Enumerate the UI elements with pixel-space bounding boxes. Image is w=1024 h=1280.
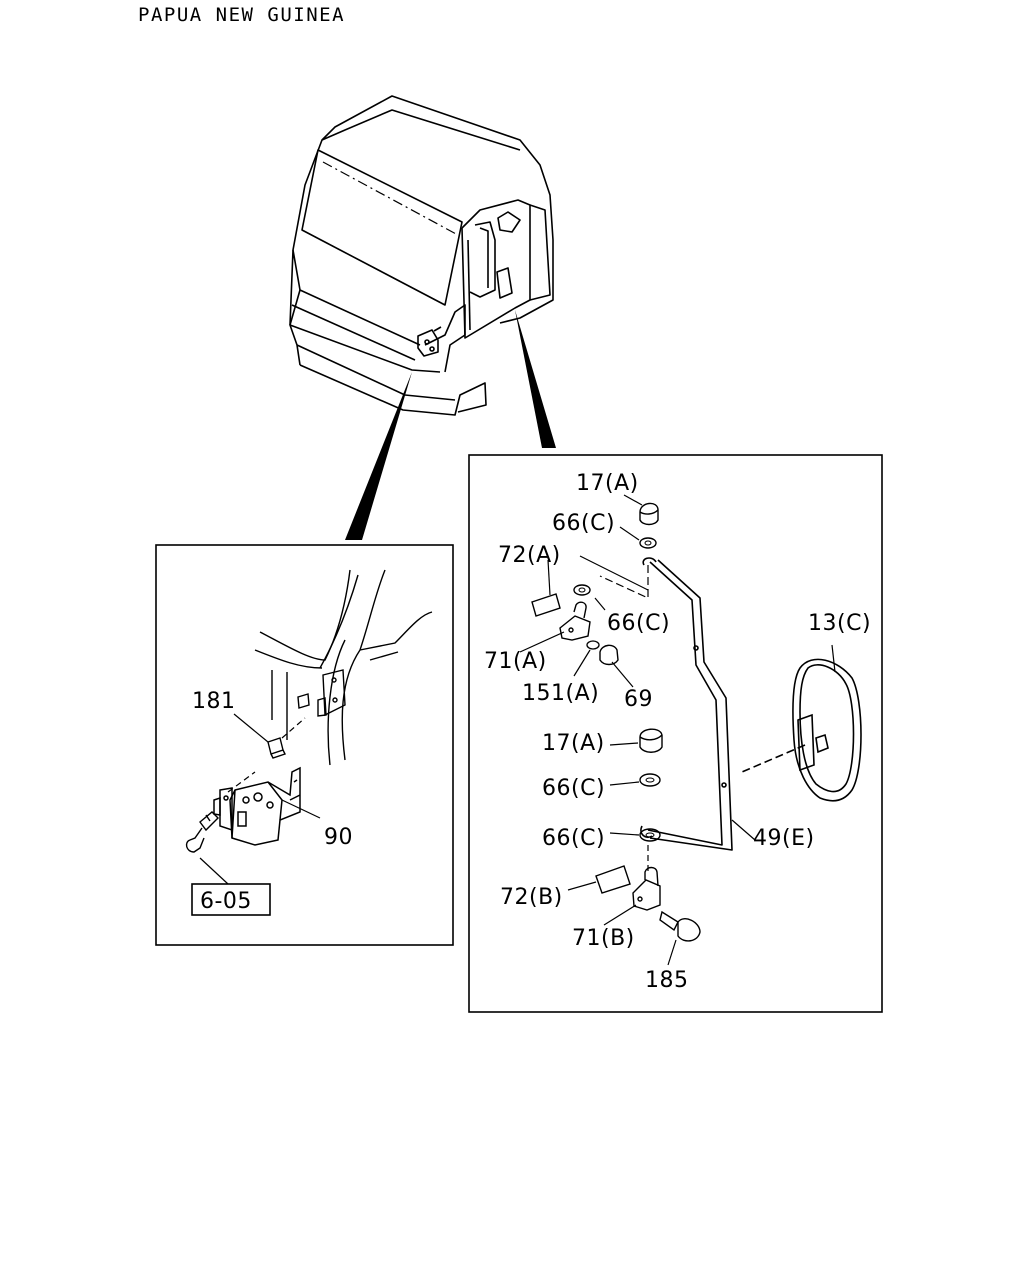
- plate-72a: [531, 593, 561, 617]
- mirror-13c: [741, 658, 862, 802]
- label-66c-4: 66(C): [542, 826, 605, 851]
- callout-wedge-left: [345, 372, 412, 540]
- cap-nut-17a-mid: [639, 728, 663, 753]
- label-66c-1: 66(C): [552, 511, 615, 536]
- washer-66c-4: [639, 828, 661, 842]
- label-69: 69: [624, 687, 653, 712]
- cap-nut-17a-top: [639, 502, 659, 526]
- callout-wedge-right: [515, 310, 556, 448]
- bracket-90: [213, 766, 301, 846]
- plate-72b: [595, 865, 631, 894]
- washer-66c-1: [639, 537, 657, 549]
- label-66c-3: 66(C): [542, 776, 605, 801]
- clamp-71a: [559, 601, 591, 641]
- label-49e: 49(E): [753, 826, 815, 851]
- label-13c: 13(C): [808, 611, 871, 636]
- ref-label-6-05: 6-05: [200, 889, 252, 914]
- washer-66c-4-hole: [645, 832, 655, 838]
- label-71b: 71(B): [572, 926, 635, 951]
- label-72a: 72(A): [498, 543, 561, 568]
- truck-cab: [289, 95, 554, 416]
- cab-corner-detail: [254, 569, 433, 766]
- washer-66c-3-hole: [645, 777, 655, 783]
- clamp-71b: [632, 866, 661, 911]
- bolt-185: [659, 910, 701, 942]
- label-17a-top: 17(A): [576, 471, 639, 496]
- nut-69: [599, 644, 619, 666]
- detail-panel-right: [468, 454, 883, 1013]
- right-leaders: [519, 494, 836, 966]
- mirror-stay-49e: [640, 557, 733, 851]
- nut-181: [267, 737, 286, 759]
- label-181: 181: [192, 689, 236, 714]
- label-72b: 72(B): [500, 885, 563, 910]
- label-71a: 71(A): [484, 649, 547, 674]
- washer-66c-3: [639, 773, 661, 787]
- label-66c-2: 66(C): [607, 611, 670, 636]
- bolt-6-05: [185, 811, 219, 853]
- washer-66c-1-hole: [644, 540, 652, 546]
- label-90: 90: [324, 825, 353, 850]
- washer-151a: [586, 640, 600, 650]
- label-185: 185: [645, 968, 689, 993]
- ref-box-6-05: [191, 883, 271, 916]
- region-title: PAPUA NEW GUINEA: [138, 4, 346, 26]
- washer-66c-2: [573, 584, 591, 596]
- label-17a-mid: 17(A): [542, 731, 605, 756]
- washer-66c-2-hole: [578, 587, 586, 593]
- left-leaders: [199, 713, 321, 885]
- detail-panel-left: [155, 544, 454, 946]
- label-151a: 151(A): [522, 681, 599, 706]
